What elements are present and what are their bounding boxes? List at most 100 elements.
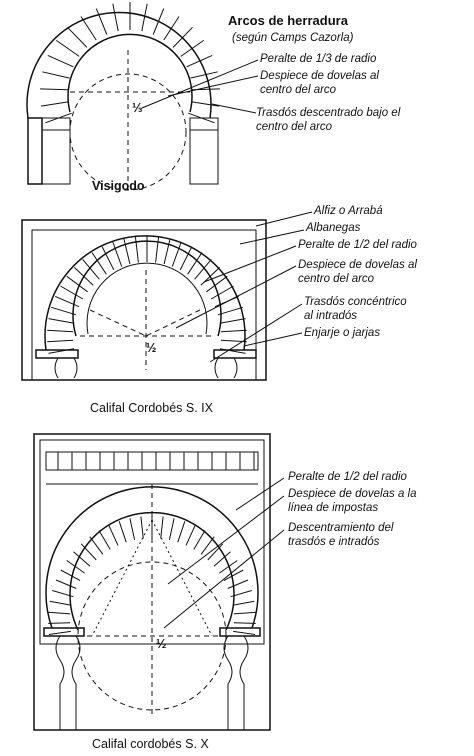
voussoir-joint bbox=[80, 543, 97, 561]
voussoir-joint bbox=[95, 8, 108, 35]
voussoir-joint bbox=[48, 611, 71, 615]
left-impost bbox=[43, 627, 85, 637]
leader-albanegas bbox=[239, 229, 305, 245]
voussoir-joint bbox=[193, 530, 206, 550]
leader-peralte bbox=[141, 59, 259, 109]
caption-visigodo: Visigodo bbox=[92, 179, 145, 193]
voussoir-joint bbox=[219, 560, 238, 574]
voussoir-joint bbox=[187, 252, 203, 275]
voussoir-joint bbox=[41, 101, 69, 107]
label-alfiz: Alfiz o Arrabá bbox=[313, 205, 383, 217]
voussoir-joint bbox=[232, 600, 255, 606]
right-capital bbox=[214, 357, 238, 379]
voussoir-joint bbox=[194, 259, 212, 280]
fraction-label: ½ bbox=[156, 637, 166, 651]
left-column bbox=[55, 635, 81, 730]
voussoir-joint bbox=[185, 525, 196, 546]
leader-despiece bbox=[167, 75, 259, 97]
frieze-blocks bbox=[57, 452, 255, 470]
voussoir-joint bbox=[206, 275, 228, 293]
voussoir-joint bbox=[217, 306, 243, 316]
right-impost bbox=[219, 627, 261, 637]
voussoir-joint bbox=[67, 26, 88, 48]
voussoir-joint bbox=[160, 516, 164, 539]
left-impost bbox=[35, 349, 79, 359]
label-enjarje: Enjarje o jarjas bbox=[304, 327, 380, 339]
voussoir-joint bbox=[40, 88, 69, 91]
leader-peralte bbox=[203, 245, 297, 283]
alfiz-inner bbox=[39, 439, 265, 645]
label-despiece-2: centro del arco bbox=[298, 273, 375, 285]
extrados-arc bbox=[44, 235, 246, 351]
label-despiece-1: Despiece de dovelas al bbox=[298, 259, 417, 271]
radius-left bbox=[91, 519, 153, 637]
leader-trasdos bbox=[209, 303, 303, 363]
voussoir-joint bbox=[42, 71, 70, 79]
voussoir-joint bbox=[210, 285, 234, 300]
voussoir-ring bbox=[47, 236, 247, 354]
right-column bbox=[223, 635, 249, 730]
voussoir-joint bbox=[171, 241, 182, 267]
extrados-arc bbox=[26, 11, 212, 119]
radius-right bbox=[145, 309, 201, 337]
voussoir-joint bbox=[177, 521, 186, 543]
voussoir-joint bbox=[112, 241, 123, 267]
alfiz-inner bbox=[31, 229, 257, 381]
voussoir-joint bbox=[48, 318, 75, 324]
leader-peralte bbox=[235, 477, 285, 511]
diagram-title: Arcos de herradura bbox=[228, 13, 349, 28]
fraction-label: ½ bbox=[146, 341, 156, 355]
leader-despiece bbox=[175, 265, 297, 329]
intrados-arc bbox=[67, 33, 193, 113]
voussoir-joint bbox=[48, 630, 71, 635]
voussoir-joint bbox=[134, 236, 139, 263]
voussoir-joint bbox=[47, 339, 74, 343]
voussoir-joint bbox=[223, 569, 244, 582]
intrados-arc bbox=[72, 240, 222, 337]
voussoir-joint bbox=[47, 329, 74, 333]
label-albanegas: Albanegas bbox=[305, 222, 361, 234]
label-peralte: Peralte de 1/3 de radio bbox=[260, 53, 377, 65]
voussoir-joint bbox=[227, 579, 249, 589]
voussoir-joint bbox=[48, 622, 71, 624]
voussoir-joint bbox=[101, 246, 115, 271]
left-jamb-outer bbox=[27, 117, 43, 185]
figure-califal-x: ½ Peralte de 1/2 del radio Despiece de d… bbox=[33, 433, 417, 751]
label-descentramiento-2: trasdós e intradós bbox=[288, 536, 380, 548]
voussoir-joint bbox=[123, 238, 131, 265]
figure-visigodo: ⅓ Peralte de 1/3 de radio Despiece de do… bbox=[26, 2, 401, 193]
voussoir-joint bbox=[155, 236, 160, 263]
voussoir-joint bbox=[47, 54, 74, 68]
label-despiece-2: centro del arco bbox=[260, 84, 337, 96]
voussoir-joint bbox=[219, 318, 246, 324]
voussoir-joint bbox=[233, 630, 256, 635]
voussoir-joint bbox=[98, 530, 111, 550]
diagram-subtitle: (según Camps Cazorla) bbox=[232, 32, 354, 44]
voussoir-joint bbox=[60, 285, 84, 300]
voussoir-joint bbox=[73, 551, 91, 567]
voussoir-ring bbox=[40, 2, 220, 124]
voussoir-joint bbox=[207, 543, 224, 561]
leader-enjarje bbox=[243, 332, 303, 347]
voussoir-joint bbox=[82, 259, 100, 280]
voussoir-joint bbox=[140, 516, 144, 539]
voussoir-joint bbox=[129, 518, 136, 541]
label-descentramiento-1: Descentramiento del bbox=[288, 522, 394, 534]
alfiz-outer bbox=[33, 433, 271, 731]
voussoir-ring bbox=[48, 516, 256, 635]
radius-left bbox=[89, 309, 147, 337]
label-despiece-2: línea de impostas bbox=[288, 502, 378, 514]
voussoir-joint bbox=[191, 101, 219, 107]
voussoir-joint bbox=[213, 551, 231, 567]
right-jamb bbox=[189, 117, 219, 185]
voussoir-joint bbox=[163, 238, 171, 265]
caption-califal-x: Califal cordobés S. X bbox=[92, 737, 209, 751]
left-capital bbox=[54, 357, 78, 379]
fraction-label: ⅓ bbox=[132, 101, 142, 115]
voussoir-joint bbox=[108, 525, 119, 546]
label-trasdos-2: centro del arco bbox=[256, 121, 333, 133]
voussoir-joint bbox=[233, 611, 256, 615]
caption-califal-ix: Califal Cordobés S. IX bbox=[90, 401, 214, 415]
label-peralte: Peralte de 1/2 del radio bbox=[288, 471, 408, 483]
leader-trasdos bbox=[211, 103, 257, 114]
